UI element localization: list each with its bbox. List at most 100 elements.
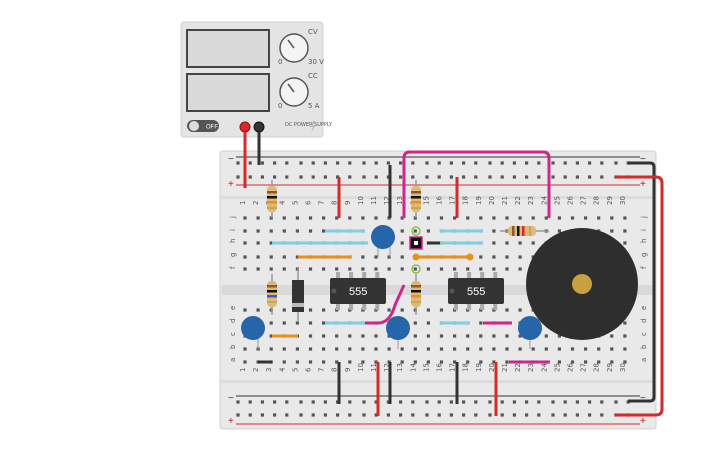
breadboard-hole[interactable] xyxy=(335,216,339,220)
rail-hole[interactable] xyxy=(374,175,378,179)
breadboard-hole[interactable] xyxy=(348,216,352,220)
rail-hole[interactable] xyxy=(386,175,390,179)
rail-hole[interactable] xyxy=(285,175,289,179)
rail-hole[interactable] xyxy=(336,161,340,165)
breadboard-hole[interactable] xyxy=(557,347,561,351)
rail-hole[interactable] xyxy=(588,413,592,417)
breadboard-hole[interactable] xyxy=(584,360,588,364)
breadboard-hole[interactable] xyxy=(557,334,561,338)
rail-hole[interactable] xyxy=(600,413,604,417)
rail-hole[interactable] xyxy=(563,175,567,179)
breadboard-hole[interactable] xyxy=(282,321,286,325)
rail-hole[interactable] xyxy=(362,400,366,404)
rail-hole[interactable] xyxy=(588,400,592,404)
rail-hole[interactable] xyxy=(425,400,429,404)
breadboard-hole[interactable] xyxy=(439,267,444,271)
rail-hole[interactable] xyxy=(311,161,315,165)
breadboard-hole[interactable] xyxy=(348,347,352,351)
breadboard-hole[interactable] xyxy=(348,334,352,338)
breadboard-hole[interactable] xyxy=(243,229,247,233)
rail-hole[interactable] xyxy=(311,175,315,179)
breadboard-hole[interactable] xyxy=(479,334,483,338)
breadboard-hole[interactable] xyxy=(439,334,444,338)
chip-2[interactable]: 555 xyxy=(448,272,504,310)
rail-hole[interactable] xyxy=(537,175,541,179)
rail-hole[interactable] xyxy=(411,175,415,179)
breadboard-hole[interactable] xyxy=(518,241,522,245)
breadboard-hole[interactable] xyxy=(505,334,509,338)
rail-hole[interactable] xyxy=(500,413,504,417)
rail-hole[interactable] xyxy=(273,400,277,404)
chip-1[interactable]: 555 xyxy=(330,272,386,310)
breadboard-hole[interactable] xyxy=(335,347,339,351)
breadboard-hole[interactable] xyxy=(505,267,509,271)
breadboard-hole[interactable] xyxy=(544,347,548,351)
breadboard-hole[interactable] xyxy=(335,267,339,271)
breadboard-hole[interactable] xyxy=(426,334,430,338)
rail-hole[interactable] xyxy=(563,400,567,404)
breadboard-hole[interactable] xyxy=(544,334,548,338)
rail-hole[interactable] xyxy=(488,175,492,179)
breadboard-hole[interactable] xyxy=(243,216,247,220)
rail-hole[interactable] xyxy=(399,413,403,417)
rail-hole[interactable] xyxy=(474,175,478,179)
rail-hole[interactable] xyxy=(236,413,240,417)
breadboard-hole[interactable] xyxy=(505,308,509,312)
rail-hole[interactable] xyxy=(323,400,327,404)
rail-hole[interactable] xyxy=(399,400,403,404)
breadboard-hole[interactable] xyxy=(322,334,326,338)
breadboard-hole[interactable] xyxy=(308,308,313,312)
rail-hole[interactable] xyxy=(323,175,327,179)
breadboard-hole[interactable] xyxy=(295,216,299,220)
breadboard-hole[interactable] xyxy=(439,308,444,312)
rail-hole[interactable] xyxy=(425,175,429,179)
rail-hole[interactable] xyxy=(285,400,289,404)
breadboard-hole[interactable] xyxy=(426,229,430,233)
rail-hole[interactable] xyxy=(348,400,352,404)
rail-hole[interactable] xyxy=(488,400,492,404)
breadboard-hole[interactable] xyxy=(413,267,417,271)
breadboard-hole[interactable] xyxy=(308,347,313,351)
rail-hole[interactable] xyxy=(462,175,466,179)
breadboard-hole[interactable] xyxy=(610,216,614,220)
breadboard-hole[interactable] xyxy=(413,229,417,233)
breadboard-hole[interactable] xyxy=(413,347,417,351)
breadboard-hole[interactable] xyxy=(505,255,509,259)
rail-hole[interactable] xyxy=(462,413,466,417)
breadboard-hole[interactable] xyxy=(269,267,273,271)
breadboard-hole[interactable] xyxy=(426,347,430,351)
breadboard-hole[interactable] xyxy=(479,321,483,325)
breadboard-hole[interactable] xyxy=(492,241,496,245)
rail-hole[interactable] xyxy=(474,400,478,404)
rail-hole[interactable] xyxy=(248,400,252,404)
breadboard-hole[interactable] xyxy=(623,321,627,325)
power-supply[interactable]: 0 30 V 0 5 A CV CC OFF DC POWER SUPPLY xyxy=(180,21,333,138)
breadboard-hole[interactable] xyxy=(374,334,378,338)
rail-hole[interactable] xyxy=(614,400,618,404)
breadboard-hole[interactable] xyxy=(531,241,535,245)
breadboard-hole[interactable] xyxy=(439,216,444,220)
breadboard-hole[interactable] xyxy=(413,321,417,325)
breadboard-hole[interactable] xyxy=(426,360,430,364)
rail-hole[interactable] xyxy=(248,161,252,165)
breadboard-hole[interactable] xyxy=(361,360,365,364)
breadboard-hole[interactable] xyxy=(256,267,260,271)
rail-hole[interactable] xyxy=(311,400,315,404)
breadboard-hole[interactable] xyxy=(557,216,561,220)
breadboard-hole[interactable] xyxy=(361,334,365,338)
breadboard-hole[interactable] xyxy=(269,229,273,233)
rail-hole[interactable] xyxy=(525,400,529,404)
rail-hole[interactable] xyxy=(362,161,366,165)
breadboard-hole[interactable] xyxy=(492,216,496,220)
rail-hole[interactable] xyxy=(462,400,466,404)
breadboard-hole[interactable] xyxy=(479,216,483,220)
breadboard-hole[interactable] xyxy=(348,267,352,271)
breadboard-hole[interactable] xyxy=(308,229,313,233)
breadboard-hole[interactable] xyxy=(269,347,273,351)
breadboard-hole[interactable] xyxy=(269,255,273,259)
breadboard-hole[interactable] xyxy=(518,308,522,312)
breadboard-hole[interactable] xyxy=(466,267,470,271)
rail-hole[interactable] xyxy=(437,400,441,404)
rail-hole[interactable] xyxy=(425,161,429,165)
breadboard-hole[interactable] xyxy=(387,308,391,312)
